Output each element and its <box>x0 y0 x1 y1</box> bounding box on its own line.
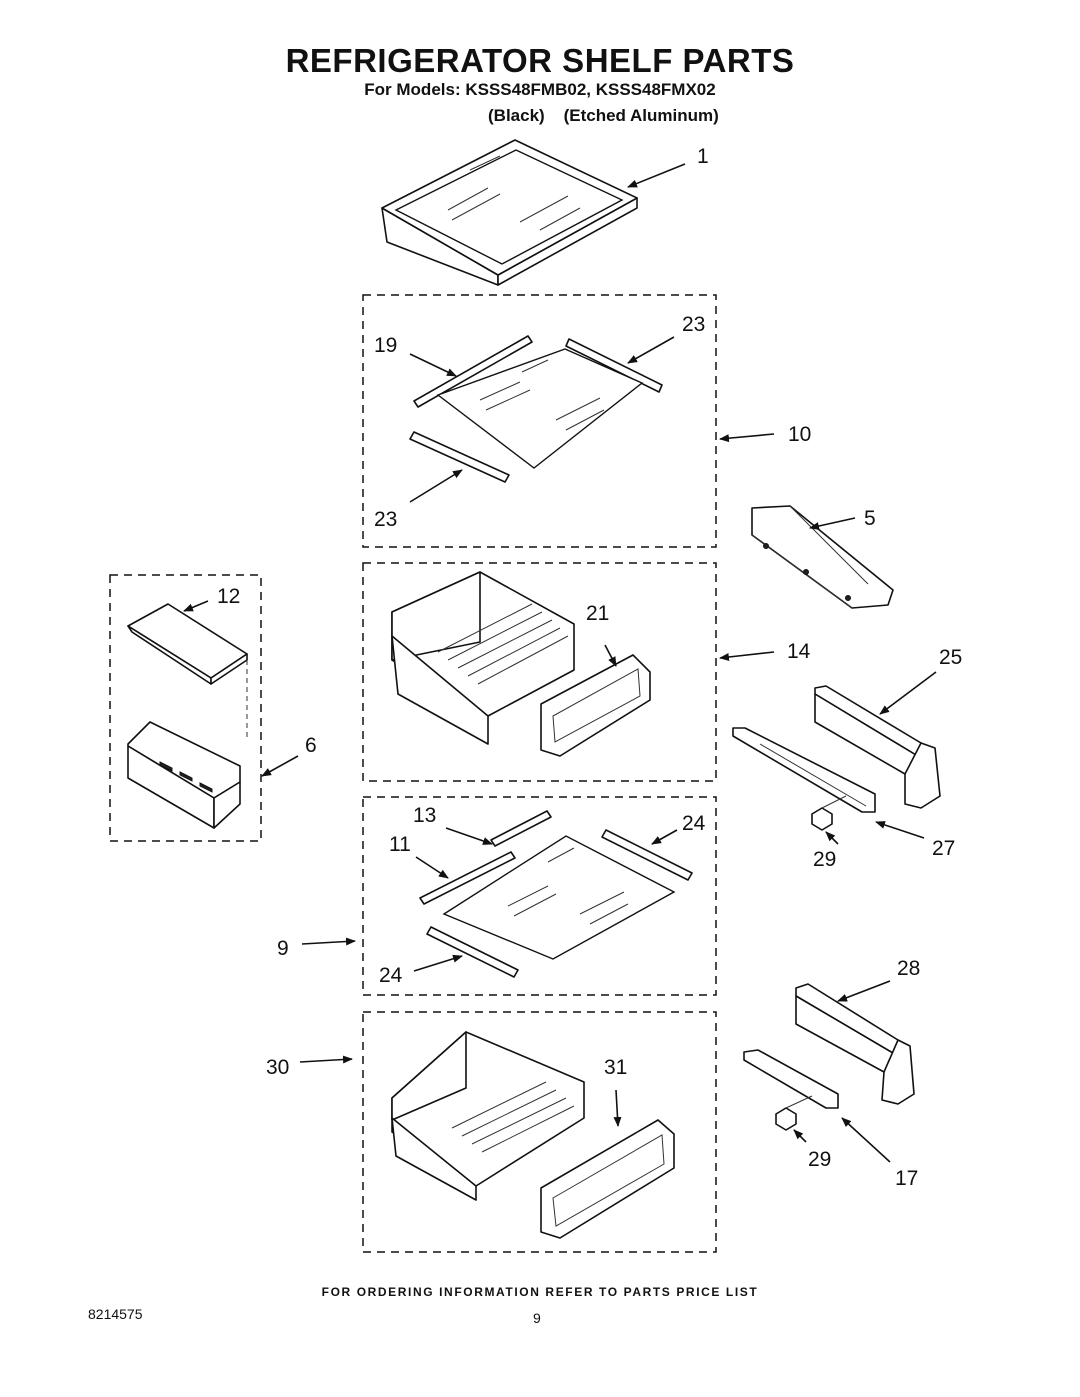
pan-assembly-box-30 <box>362 1011 717 1253</box>
crisper-assembly-box-14 <box>362 562 717 782</box>
callout-6: 6 <box>305 734 317 757</box>
callout-28: 28 <box>897 957 920 980</box>
slide-bracket-part-25 <box>814 685 941 809</box>
callout-24-bottom: 24 <box>379 964 403 987</box>
callout-17: 17 <box>895 1167 918 1190</box>
callout-21: 21 <box>586 602 609 625</box>
page-number: 9 <box>533 1310 541 1326</box>
callout-9: 9 <box>277 937 289 960</box>
rail-part-17 <box>743 1049 839 1109</box>
callout-27: 27 <box>932 837 955 860</box>
callout-29-lower: 29 <box>808 1148 831 1171</box>
callout-31: 31 <box>604 1056 627 1079</box>
glass-shelf-with-trims <box>409 335 663 483</box>
callout-11: 11 <box>389 833 411 856</box>
callout-25: 25 <box>939 646 962 669</box>
callout-1: 1 <box>697 145 709 168</box>
glass-shelf-part <box>381 139 638 286</box>
trim-part-5 <box>751 505 894 609</box>
callout-23-top: 23 <box>682 313 705 336</box>
pan-front-part <box>540 1119 675 1239</box>
callout-29: 29 <box>813 848 836 871</box>
shelf-assembly-box-10 <box>362 294 717 548</box>
screw-part-29 <box>811 795 847 831</box>
lower-glass-shelf-with-trims <box>419 810 693 978</box>
freezer-pan-part <box>391 1031 585 1201</box>
callout-10: 10 <box>788 423 811 446</box>
callout-19: 19 <box>374 334 397 357</box>
rail-part-27 <box>732 727 876 813</box>
callout-24-top: 24 <box>682 812 706 835</box>
callout-30: 30 <box>266 1056 289 1079</box>
crisper-front-part <box>540 654 651 757</box>
callout-5: 5 <box>864 507 876 530</box>
ordering-note: FOR ORDERING INFORMATION REFER TO PARTS … <box>321 1285 759 1299</box>
crisper-drawer-part <box>391 571 575 745</box>
callout-13: 13 <box>413 804 436 827</box>
document-number: 8214575 <box>88 1306 143 1322</box>
callout-23-bottom: 23 <box>374 508 397 531</box>
slide-bracket-part-28 <box>795 983 915 1105</box>
screw-part-29-lower <box>775 1095 813 1131</box>
page-title: REFRIGERATOR SHELF PARTS <box>285 42 795 79</box>
model-numbers: For Models: KSSS48FMB02, KSSS48FMX02 <box>364 80 716 99</box>
bin-assembly-box-6 <box>109 574 262 842</box>
bin-part <box>127 660 248 829</box>
callout-labels: 1 19 23 10 23 5 12 21 14 25 6 13 24 11 2… <box>217 145 962 1190</box>
callout-14: 14 <box>787 640 811 663</box>
model-variants: (Black) (Etched Aluminum) <box>488 106 719 125</box>
bin-lid-part <box>127 603 248 685</box>
callout-12: 12 <box>217 585 240 608</box>
callout-arrows <box>183 163 937 1163</box>
shelf-assembly-box-9 <box>362 796 717 996</box>
